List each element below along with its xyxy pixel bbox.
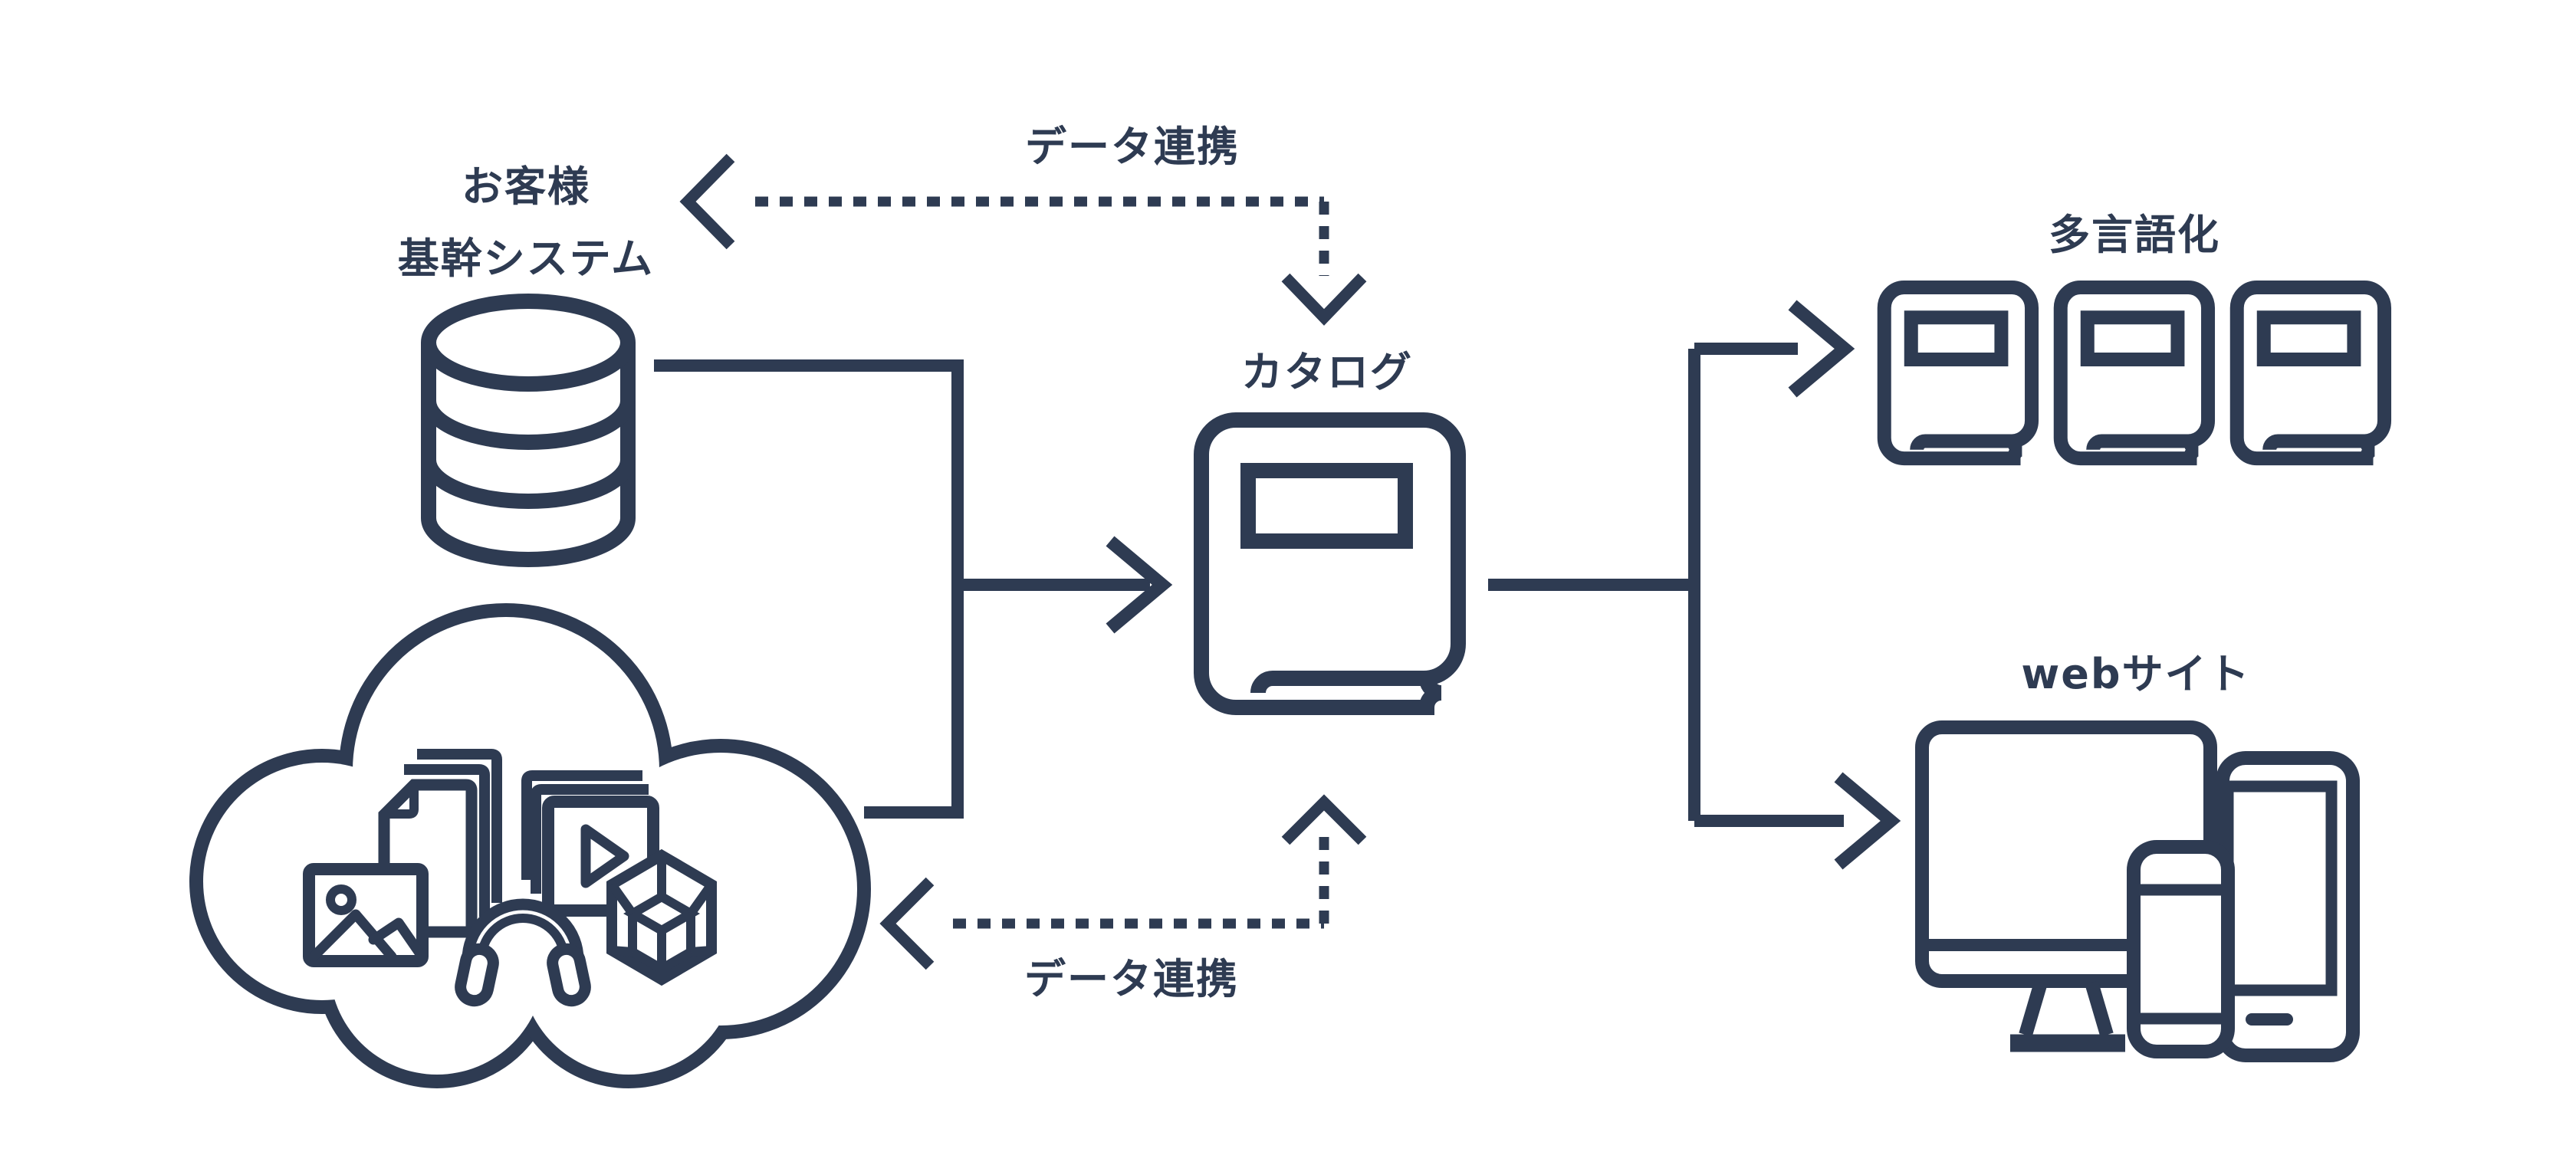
source-system-label-line2: 基幹システム bbox=[398, 235, 654, 283]
small-book-icon bbox=[2061, 287, 2208, 458]
arrowhead-right-icon bbox=[1788, 300, 1855, 398]
node-website: webサイト bbox=[1915, 650, 2360, 1062]
website-label: webサイト bbox=[2021, 650, 2250, 698]
source-system-label-line1: お客様 bbox=[462, 162, 590, 211]
3d-object-icon bbox=[606, 848, 717, 986]
connector-inputs-to-catalog bbox=[654, 359, 1173, 819]
database-icon bbox=[421, 294, 636, 567]
book-icon bbox=[1194, 412, 1466, 715]
smartphone-icon bbox=[2127, 840, 2235, 1058]
arrowhead-left-icon bbox=[679, 153, 735, 250]
book-cover-label bbox=[1240, 463, 1413, 549]
multilingual-label: 多言語化 bbox=[2049, 211, 2220, 259]
arrowhead-right-icon bbox=[1834, 772, 1901, 870]
small-book-icon bbox=[2237, 287, 2384, 458]
catalog-label: カタログ bbox=[1241, 348, 1413, 396]
data-link-top-arrow bbox=[679, 153, 1367, 326]
image-icon bbox=[303, 863, 429, 967]
node-assets-cloud bbox=[189, 603, 871, 1088]
arrowhead-left-icon bbox=[879, 877, 935, 970]
headphones-icon bbox=[455, 898, 591, 1007]
data-link-bottom-arrow bbox=[879, 794, 1367, 970]
arrowhead-down-icon bbox=[1281, 273, 1367, 326]
small-book-icon bbox=[1884, 287, 2032, 458]
tablet-icon bbox=[2216, 751, 2360, 1062]
arrowhead-right-icon bbox=[1106, 536, 1173, 634]
data-link-top-label: データ連携 bbox=[1025, 123, 1240, 171]
node-source-system: お客様 基幹システム bbox=[398, 162, 654, 567]
books-icon bbox=[1884, 287, 2384, 458]
node-multilingual: 多言語化 bbox=[1884, 211, 2384, 458]
node-catalog: カタログ bbox=[1194, 348, 1466, 715]
connector-catalog-to-outputs bbox=[1488, 300, 1901, 870]
data-link-bottom-label: データ連携 bbox=[1024, 955, 1239, 1003]
arrowhead-up-icon bbox=[1281, 794, 1367, 845]
